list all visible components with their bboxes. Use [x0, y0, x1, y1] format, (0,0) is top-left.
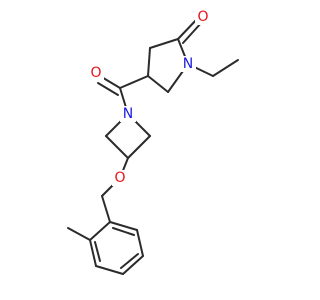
atom-nitrogen-azetidine: N [123, 106, 133, 122]
bond-ar-6 [89, 221, 111, 241]
bond-ch2-aryl [101, 195, 111, 223]
atom-oxygen-amide: O [90, 65, 101, 81]
bond-ethyl-2 [212, 59, 239, 77]
bond-ar-1 [109, 221, 138, 231]
bond-azetidine-3 [105, 135, 129, 159]
bond-ar-double-1 [112, 227, 135, 236]
bond-c-c-ring-2 [147, 47, 151, 77]
bond-c-c-ring-3 [147, 75, 169, 93]
bond-ar-3 [122, 255, 144, 275]
atom-oxygen-ether: O [114, 170, 125, 186]
bond-ar-2 [136, 229, 144, 257]
bond-ar-double-2 [120, 253, 139, 269]
atom-nitrogen-lactam: N [183, 56, 193, 72]
bond-ring-carbonyl [119, 75, 149, 89]
bond-ar-4 [95, 265, 124, 275]
bond-azetidine-2 [127, 135, 151, 159]
bond-ar-double-3 [94, 241, 101, 262]
bond-c-o-double-2 [182, 21, 203, 44]
molecule-canvas: O N O N O [67, 9, 239, 275]
bond-methyl [67, 227, 91, 241]
atom-oxygen-lactam: O [197, 9, 208, 25]
structure-diagram: O N O N O [67, 9, 239, 275]
bond-ar-5 [89, 239, 97, 267]
bond-c-o-double-1 [177, 17, 199, 40]
bond-c-c-ring-1 [149, 38, 179, 49]
bond-c-o-amide-double-2 [97, 82, 119, 96]
